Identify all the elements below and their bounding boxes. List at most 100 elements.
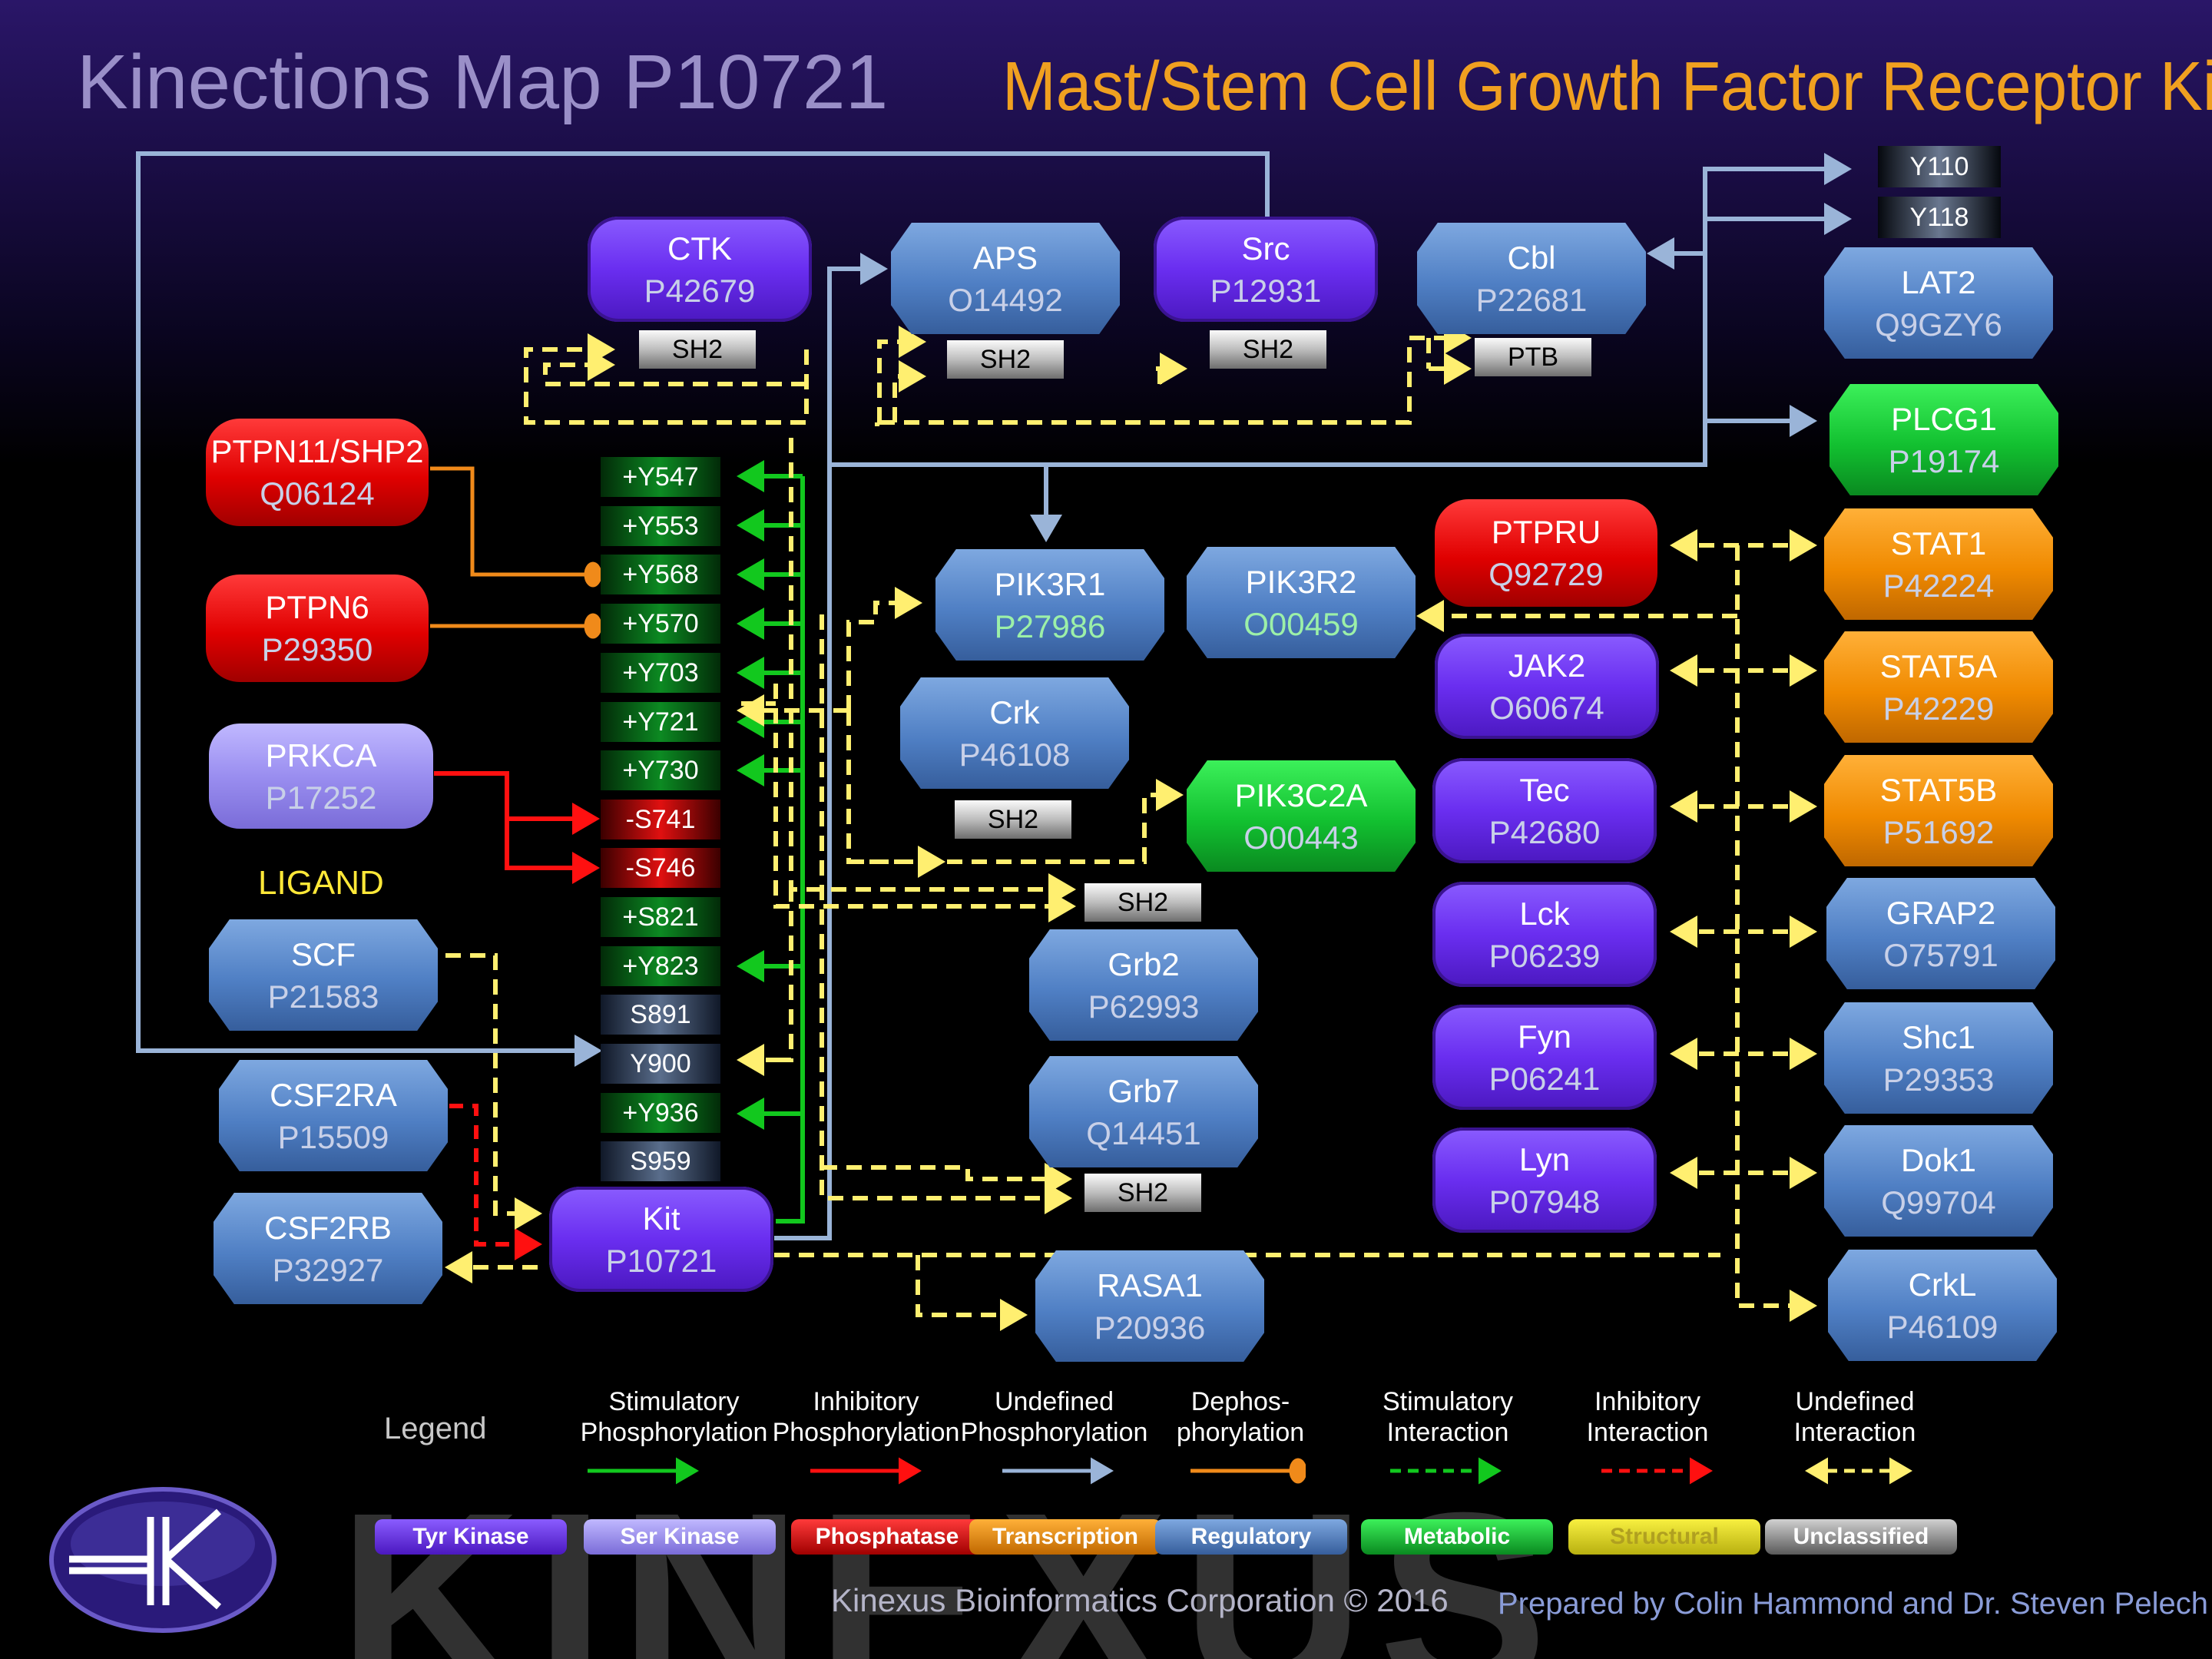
node-accession: Q9GZY6 (1875, 306, 2002, 343)
node-name: RASA1 (1097, 1267, 1203, 1303)
node-name: Cbl (1507, 239, 1556, 276)
node-csf2rb[interactable]: CSF2RB P32927 (214, 1193, 442, 1304)
kit-site-y553[interactable]: +Y553 (601, 506, 720, 546)
node-accession: P46108 (959, 736, 1071, 773)
kit-site-s891[interactable]: S891 (601, 995, 720, 1035)
node-name: APS (972, 239, 1038, 276)
grb7-sh2-domain[interactable]: SH2 (1084, 1174, 1201, 1212)
kit-site-y823[interactable]: +Y823 (601, 946, 720, 986)
node-accession: P06241 (1488, 1060, 1601, 1097)
node-grb2[interactable]: Grb2 P62993 (1029, 929, 1258, 1041)
node-accession: P06239 (1488, 937, 1601, 974)
ctk-sh2-domain[interactable]: SH2 (639, 330, 756, 369)
kit-site-y547[interactable]: +Y547 (601, 457, 720, 497)
kit-site-s741[interactable]: -S741 (601, 800, 720, 839)
footer-prepared-by: Prepared by Colin Hammond and Dr. Steven… (1498, 1587, 2208, 1621)
src-sh2-domain[interactable]: SH2 (1210, 330, 1326, 369)
node-ptpru[interactable]: PTPRU Q92729 (1435, 499, 1657, 607)
node-pik3r2[interactable]: PIK3R2 O00459 (1187, 547, 1416, 658)
node-accession: P46109 (1886, 1308, 1998, 1345)
node-name: STAT5B (1879, 771, 1998, 808)
node-pik3c2a[interactable]: PIK3C2A O00443 (1187, 760, 1416, 872)
node-accession: P42229 (1883, 690, 1995, 727)
node-name: Lyn (1518, 1141, 1571, 1177)
kit-site-y730[interactable]: +Y730 (601, 750, 720, 790)
kinexus-logo (49, 1487, 276, 1633)
inhibitory-interaction-line (449, 1104, 542, 1260)
node-accession: O14492 (948, 281, 1063, 318)
node-cbl[interactable]: Cbl P22681 (1417, 223, 1646, 334)
node-name: PIK3C2A (1234, 777, 1368, 813)
node-name: CrkL (1908, 1266, 1977, 1303)
kit-site-y703[interactable]: +Y703 (601, 653, 720, 693)
node-plcg1[interactable]: PLCG1 P19174 (1830, 384, 2058, 495)
node-aps[interactable]: APS O14492 (891, 223, 1120, 334)
node-rasa1[interactable]: RASA1 P20936 (1035, 1250, 1264, 1362)
node-lyn[interactable]: Lyn P07948 (1432, 1128, 1657, 1233)
node-accession: P27986 (994, 608, 1106, 644)
node-grb7[interactable]: Grb7 Q14451 (1029, 1056, 1258, 1167)
node-shc1[interactable]: Shc1 P29353 (1824, 1002, 2053, 1114)
legend-regulatory: Regulatory (1155, 1519, 1347, 1555)
kit-site-s959[interactable]: S959 (601, 1141, 720, 1181)
node-crk[interactable]: Crk P46108 (900, 677, 1129, 789)
node-scf[interactable]: SCF P21583 (209, 919, 438, 1031)
node-name: GRAP2 (1886, 894, 1996, 931)
node-accession: P21583 (267, 978, 379, 1015)
node-ptpn6[interactable]: PTPN6 P29350 (206, 575, 429, 682)
node-fyn[interactable]: Fyn P06241 (1432, 1005, 1657, 1110)
node-stat5a[interactable]: STAT5A P42229 (1824, 631, 2053, 743)
undefined-phosphorylation-lines (136, 151, 1852, 1240)
kit-site-y568[interactable]: +Y568 (601, 555, 720, 594)
kit-site-s746[interactable]: -S746 (601, 848, 720, 888)
node-name: PRKCA (265, 737, 377, 773)
node-name: LAT2 (1901, 263, 1976, 300)
node-name: JAK2 (1508, 647, 1586, 684)
node-kit[interactable]: Kit P10721 (549, 1187, 773, 1292)
node-lat2[interactable]: LAT2 Q9GZY6 (1824, 247, 2053, 359)
node-pik3r1[interactable]: PIK3R1 P27986 (935, 549, 1164, 661)
node-name: STAT1 (1890, 525, 1987, 561)
legend-ser-kinase: Ser Kinase (584, 1519, 776, 1555)
node-grap2[interactable]: GRAP2 O75791 (1826, 878, 2055, 989)
legend-title: Legend (384, 1412, 487, 1445)
node-name: Src (1241, 230, 1290, 267)
grb2-sh2-domain[interactable]: SH2 (1084, 883, 1201, 922)
kit-site-y900[interactable]: Y900 (601, 1044, 720, 1084)
legend-phosphatase: Phosphatase (791, 1519, 983, 1555)
node-accession: P17252 (265, 779, 377, 816)
node-dok1[interactable]: Dok1 Q99704 (1824, 1125, 2053, 1237)
aps-sh2-domain[interactable]: SH2 (947, 340, 1064, 379)
node-accession: P15509 (277, 1118, 389, 1155)
crk-sh2-domain[interactable]: SH2 (955, 800, 1071, 839)
cbl-site-y110[interactable]: Y110 (1878, 146, 2001, 187)
node-name: Lck (1519, 895, 1570, 932)
node-jak2[interactable]: JAK2 O60674 (1435, 634, 1659, 739)
node-tec[interactable]: Tec P42680 (1432, 758, 1657, 863)
ligand-label: LIGAND (258, 864, 384, 902)
node-stat1[interactable]: STAT1 P42224 (1824, 508, 2053, 620)
kit-site-s821[interactable]: +S821 (601, 897, 720, 937)
node-prkca[interactable]: PRKCA P17252 (209, 724, 433, 829)
node-stat5b[interactable]: STAT5B P51692 (1824, 755, 2053, 866)
legend-unclassified: Unclassified (1765, 1519, 1957, 1555)
kit-site-y721[interactable]: +Y721 (601, 702, 720, 742)
kit-site-y570[interactable]: +Y570 (601, 604, 720, 644)
node-ptpn11[interactable]: PTPN11/SHP2 Q06124 (206, 419, 429, 526)
cbl-site-y118[interactable]: Y118 (1878, 197, 2001, 238)
node-name: Grb2 (1108, 945, 1180, 982)
node-crkl[interactable]: CrkL P46109 (1828, 1250, 2057, 1361)
node-lck[interactable]: Lck P06239 (1432, 882, 1657, 987)
node-ctk[interactable]: CTK P42679 (588, 217, 812, 322)
node-csf2ra[interactable]: CSF2RA P15509 (219, 1060, 448, 1171)
cbl-ptb-domain[interactable]: PTB (1475, 338, 1591, 376)
kit-site-y936[interactable]: +Y936 (601, 1093, 720, 1133)
node-src[interactable]: Src P12931 (1154, 217, 1378, 322)
node-accession: P29350 (261, 631, 373, 667)
inhibitory-phosphorylation-lines (434, 771, 600, 884)
